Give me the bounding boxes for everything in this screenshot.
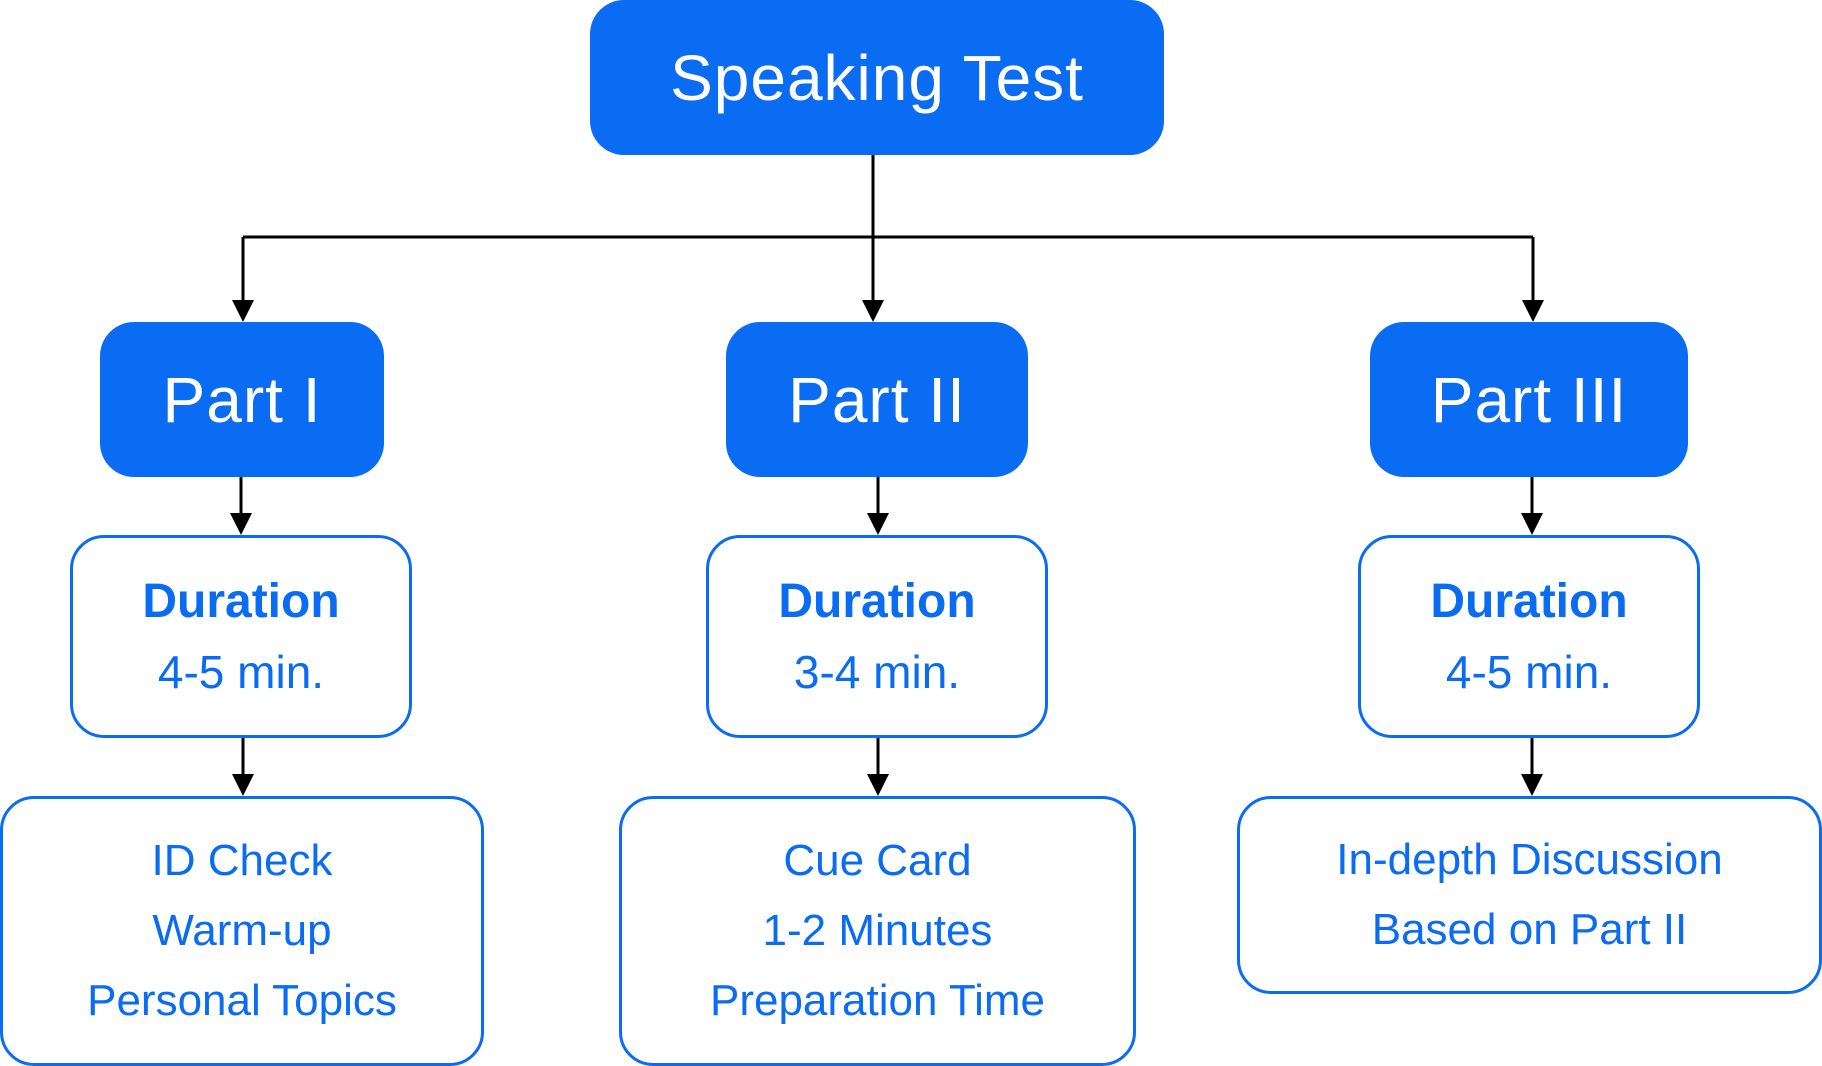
part-1-duration-value: 4-5 min. (157, 645, 325, 698)
part-3-duration-label: Duration (1430, 574, 1628, 628)
part-3-duration-value: 4-5 min. (1445, 645, 1613, 698)
part-2-duration-label: Duration (778, 574, 976, 628)
part-1-details-box: ID Check Warm-up Personal Topics (0, 796, 484, 1066)
part-2-duration-value: 3-4 min. (793, 645, 961, 698)
part-3-detail-1: In-depth Discussion (1336, 835, 1723, 884)
part-2-detail-1: Cue Card (783, 836, 972, 885)
arrowhead-part-3 (1522, 300, 1544, 322)
part-2-node: Part II (726, 322, 1028, 477)
part-1-duration-label: Duration (142, 574, 340, 628)
arrowhead-details-1 (232, 774, 254, 796)
part-3-title: Part III (1430, 363, 1628, 436)
part-2-detail-3: Preparation Time (709, 976, 1046, 1025)
part-1-title: Part I (162, 363, 322, 436)
part-2-details-box: Cue Card 1-2 Minutes Preparation Time (619, 796, 1136, 1066)
root-node: Speaking Test (590, 0, 1164, 155)
part-3-duration-box: Duration 4-5 min. (1358, 535, 1700, 738)
arrowhead-details-2 (867, 774, 889, 796)
part-1-duration-box: Duration 4-5 min. (70, 535, 412, 738)
part-1-detail-2: Warm-up (152, 906, 332, 955)
root-title: Speaking Test (670, 41, 1084, 114)
arrowhead-part-1 (232, 300, 254, 322)
arrowhead-details-3 (1521, 774, 1543, 796)
part-1-detail-1: ID Check (151, 836, 333, 885)
arrowhead-duration-2 (867, 513, 889, 535)
part-2-duration-box: Duration 3-4 min. (706, 535, 1048, 738)
part-3-details-box: In-depth Discussion Based on Part II (1237, 796, 1822, 994)
part-1-detail-3: Personal Topics (87, 976, 397, 1025)
arrowhead-duration-1 (230, 513, 252, 535)
arrowhead-part-2 (862, 300, 884, 322)
part-2-detail-2: 1-2 Minutes (762, 906, 993, 955)
part-3-detail-2: Based on Part II (1371, 905, 1688, 954)
part-2-title: Part II (788, 363, 966, 436)
part-3-node: Part III (1370, 322, 1688, 477)
arrowhead-duration-3 (1521, 513, 1543, 535)
part-1-node: Part I (100, 322, 384, 477)
